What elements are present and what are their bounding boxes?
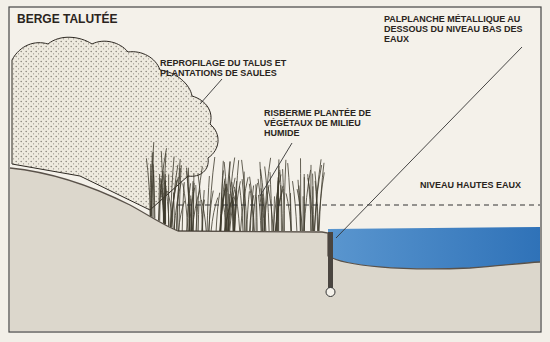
part-label: REPROFILAGE DU TALUS ET PLANTATIONS DE S… bbox=[160, 58, 310, 78]
reed-stroke bbox=[303, 196, 304, 231]
reed-stroke bbox=[179, 165, 181, 231]
reed-stroke bbox=[250, 177, 255, 231]
part-label: RISBERME PLANTÉE DE VÉGÉTAUX DE MILIEU H… bbox=[264, 108, 396, 138]
reed-stroke bbox=[250, 186, 253, 232]
reed-stroke bbox=[276, 177, 278, 231]
wetland-reeds bbox=[146, 142, 324, 231]
reed-stroke bbox=[235, 160, 239, 231]
reed-stroke bbox=[299, 186, 301, 232]
reed-stroke bbox=[247, 191, 250, 231]
reed-stroke bbox=[196, 185, 197, 231]
reed-stroke bbox=[228, 178, 235, 231]
reed-stroke bbox=[146, 158, 150, 216]
reed-stroke bbox=[283, 169, 285, 231]
reed-stroke bbox=[174, 193, 175, 230]
ground bbox=[10, 168, 540, 331]
reed-stroke bbox=[256, 184, 257, 231]
reed-stroke bbox=[160, 180, 161, 222]
part-label: PALPLANCHE MÉTALLIQUE AU DESSOUS DU NIVE… bbox=[384, 14, 534, 44]
part-label: NIVEAU HAUTES EAUX bbox=[420, 180, 521, 190]
reed-stroke bbox=[273, 196, 275, 231]
reed-stroke bbox=[220, 184, 226, 231]
reed-stroke bbox=[235, 181, 237, 231]
water bbox=[328, 227, 540, 269]
reed-stroke bbox=[209, 157, 215, 231]
reed-stroke bbox=[188, 187, 189, 231]
sheet-pile-foot bbox=[326, 288, 335, 297]
reed-stroke bbox=[280, 170, 283, 231]
reed-stroke bbox=[273, 175, 281, 232]
reed-stroke bbox=[288, 163, 292, 231]
reed-stroke bbox=[232, 182, 235, 231]
diagram-title: BERGE TALUTÉE bbox=[17, 12, 117, 26]
leader-line bbox=[336, 47, 522, 238]
reed-stroke bbox=[315, 159, 322, 231]
reed-stroke bbox=[293, 181, 297, 231]
reed-stroke bbox=[163, 171, 165, 224]
reed-stroke bbox=[241, 177, 249, 231]
reed-stroke bbox=[216, 193, 220, 231]
reed-stroke bbox=[265, 167, 269, 232]
reed-stroke bbox=[198, 173, 203, 231]
reed-stroke bbox=[314, 165, 321, 231]
leader-line bbox=[200, 79, 222, 104]
reed-stroke bbox=[224, 162, 228, 231]
ground-profile bbox=[10, 168, 540, 269]
reed-stroke bbox=[278, 159, 280, 231]
reed-stroke bbox=[304, 170, 311, 231]
reed-stroke bbox=[183, 183, 188, 231]
sheet-pile bbox=[328, 232, 333, 288]
reed-stroke bbox=[290, 193, 292, 231]
reed-stroke bbox=[312, 174, 314, 231]
reed-stroke bbox=[278, 198, 279, 231]
reed-stroke bbox=[192, 190, 200, 231]
reed-stroke bbox=[158, 174, 160, 221]
high-water-line bbox=[178, 205, 540, 206]
reed-stroke bbox=[188, 168, 189, 231]
frame bbox=[9, 7, 541, 332]
reed-stroke bbox=[151, 142, 154, 216]
leader-line bbox=[260, 143, 292, 196]
reed-stroke bbox=[191, 196, 192, 232]
